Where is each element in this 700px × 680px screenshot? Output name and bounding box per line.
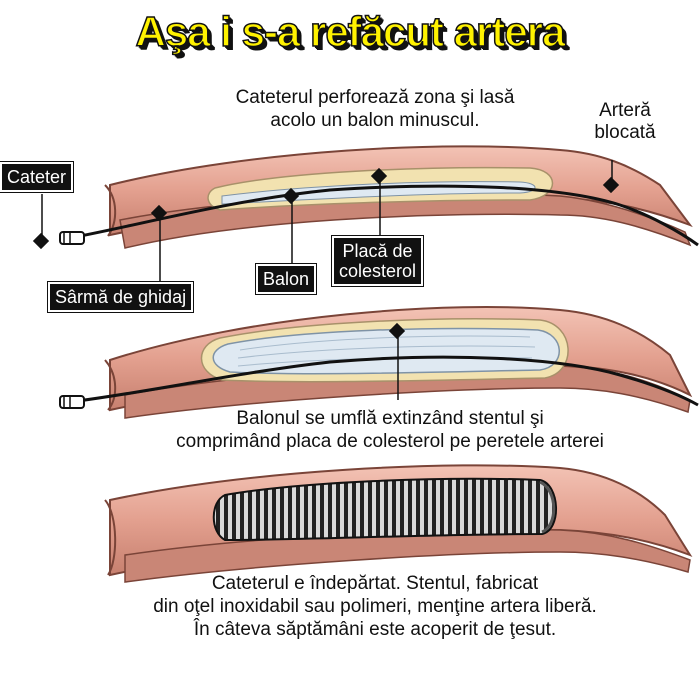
label-placa-de-colesterol: Placă de colesterol — [332, 236, 424, 286]
label-artera-line2: blocată — [594, 122, 656, 143]
caption-step1: Cateterul perforează zona şi lasă acolo … — [200, 86, 550, 132]
caption-step3-line2: din oţel inoxidabil sau polimeri, menţin… — [153, 596, 597, 617]
caption-step3-line3: În câteva săptămâni este acoperit de ţes… — [193, 619, 557, 640]
caption-step2-line2: comprimând placa de colesterol pe perete… — [176, 431, 604, 452]
stent-shape — [212, 477, 557, 542]
pointer-lines — [32, 160, 620, 400]
catheter-tip-icon-2 — [59, 395, 85, 409]
caption-step1-line1: Cateterul perforează zona şi lasă — [235, 87, 515, 108]
caption-step3: Cateterul e îndepărtat. Stentul, fabrica… — [95, 572, 655, 641]
artery-step1 — [59, 145, 699, 249]
label-placa-line1: Placă de — [342, 241, 413, 261]
catheter-tip-icon — [59, 231, 85, 245]
label-artera-line1: Arteră — [599, 100, 651, 121]
label-placa-line2: colesterol — [339, 261, 417, 281]
label-artera-blocata: Arteră blocată — [580, 100, 670, 144]
caption-step2-line1: Balonul se umflă extinzând stentul şi — [236, 408, 544, 429]
caption-step2: Balonul se umflă extinzând stentul şi co… — [120, 407, 660, 453]
label-balon: Balon — [256, 264, 317, 294]
caption-step3-line1: Cateterul e îndepărtat. Stentul, fabrica… — [211, 573, 539, 594]
caption-step1-line2: acolo un balon minuscul. — [270, 110, 480, 131]
artery-step3 — [104, 464, 693, 583]
artery-step2 — [59, 306, 699, 419]
balloon-shape — [212, 327, 560, 375]
label-cateter: Cateter — [0, 162, 74, 192]
label-sarma-de-ghidaj: Sârmă de ghidaj — [48, 282, 194, 312]
diagram-title: Aşa i s-a refăcut artera — [135, 7, 566, 56]
